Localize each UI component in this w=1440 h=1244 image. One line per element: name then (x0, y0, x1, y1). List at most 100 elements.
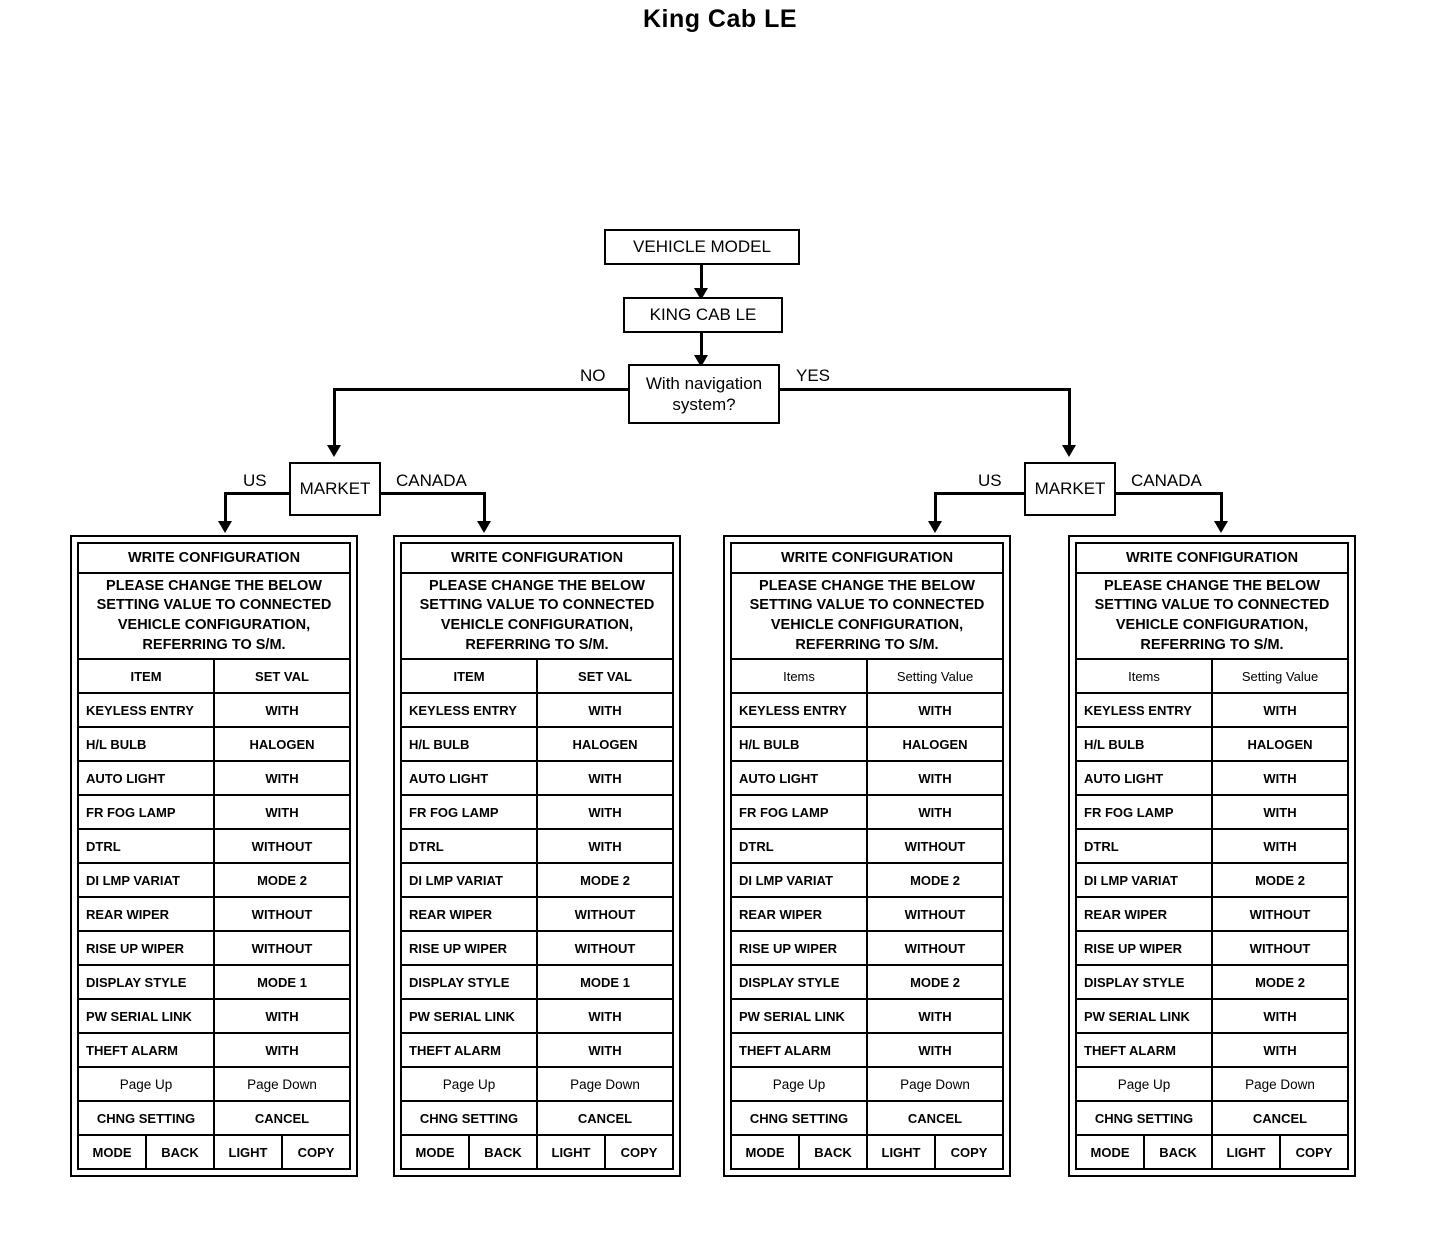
row-item-label: KEYLESS ENTRY (1077, 694, 1213, 728)
page-down-button[interactable]: Page Down (215, 1068, 351, 1102)
copy-button[interactable]: COPY (606, 1136, 674, 1170)
cancel-button[interactable]: CANCEL (215, 1102, 351, 1136)
row-item-label: THEFT ALARM (732, 1034, 868, 1068)
panel-header-row: WRITE CONFIGURATION (402, 544, 674, 574)
branch-no-vertical (333, 388, 336, 450)
row-setting-value: WITH (215, 1000, 351, 1034)
arrow-us-right-to-panel (928, 521, 942, 533)
mode-button[interactable]: MODE (732, 1136, 800, 1170)
cancel-button[interactable]: CANCEL (868, 1102, 1004, 1136)
panel-message-line-2: SETTING VALUE TO CONNECTED (1094, 597, 1330, 614)
page-down-button[interactable]: Page Down (868, 1068, 1004, 1102)
edge-label-us-right: US (978, 471, 1002, 490)
arrow-yes-to-market (1062, 445, 1076, 457)
row-item-label: H/L BULB (79, 728, 215, 762)
chng-setting-button[interactable]: CHNG SETTING (402, 1102, 538, 1136)
panel-message-line-3: VEHICLE CONFIGURATION, (1115, 617, 1309, 633)
row-setting-value: MODE 1 (215, 966, 351, 1000)
page-down-button[interactable]: Page Down (1213, 1068, 1349, 1102)
panel-message-line-1: PLEASE CHANGE THE BELOW (759, 577, 975, 594)
branch-no-horizontal (333, 388, 628, 391)
chng-setting-button[interactable]: CHNG SETTING (1077, 1102, 1213, 1136)
light-button[interactable]: LIGHT (538, 1136, 606, 1170)
cancel-button[interactable]: CANCEL (1213, 1102, 1349, 1136)
mode-button[interactable]: MODE (79, 1136, 147, 1170)
mode-button[interactable]: MODE (1077, 1136, 1145, 1170)
row-item-label: DTRL (402, 830, 538, 864)
page-up-button[interactable]: Page Up (732, 1068, 868, 1102)
page-up-button[interactable]: Page Up (79, 1068, 215, 1102)
panel-message-row: PLEASE CHANGE THE BELOW SETTING VALUE TO … (732, 574, 1004, 660)
chng-setting-button[interactable]: CHNG SETTING (732, 1102, 868, 1136)
cancel-button[interactable]: CANCEL (538, 1102, 674, 1136)
copy-button[interactable]: COPY (1281, 1136, 1349, 1170)
row-setting-value: WITHOUT (868, 898, 1004, 932)
row-setting-value: HALOGEN (215, 728, 351, 762)
row-setting-value: WITH (538, 1000, 674, 1034)
row-setting-value: MODE 2 (1213, 864, 1349, 898)
panel-header-row: WRITE CONFIGURATION (1077, 544, 1349, 574)
row-item-label: RISE UP WIPER (1077, 932, 1213, 966)
row-setting-value: HALOGEN (868, 728, 1004, 762)
row-setting-value: WITHOUT (215, 898, 351, 932)
row-setting-value: WITH (215, 762, 351, 796)
row-item-label: PW SERIAL LINK (79, 1000, 215, 1034)
panel-message-line-2: SETTING VALUE TO CONNECTED (749, 597, 985, 614)
light-button[interactable]: LIGHT (868, 1136, 936, 1170)
light-button[interactable]: LIGHT (1213, 1136, 1281, 1170)
row-setting-value: HALOGEN (1213, 728, 1349, 762)
row-item-label: KEYLESS ENTRY (402, 694, 538, 728)
chng-setting-button[interactable]: CHNG SETTING (79, 1102, 215, 1136)
row-item-label: AUTO LIGHT (79, 762, 215, 796)
node-market-left: MARKET (289, 462, 381, 516)
back-button[interactable]: BACK (470, 1136, 538, 1170)
row-item-label: THEFT ALARM (1077, 1034, 1213, 1068)
column-header-item: Items (1077, 660, 1213, 694)
row-item-label: THEFT ALARM (79, 1034, 215, 1068)
panel-message-line-4: REFERRING TO S/M. (142, 636, 286, 653)
copy-button[interactable]: COPY (283, 1136, 351, 1170)
row-setting-value: HALOGEN (538, 728, 674, 762)
column-header-value: SET VAL (215, 660, 351, 694)
copy-button[interactable]: COPY (936, 1136, 1004, 1170)
light-button[interactable]: LIGHT (215, 1136, 283, 1170)
back-button[interactable]: BACK (147, 1136, 215, 1170)
page-down-button[interactable]: Page Down (538, 1068, 674, 1102)
mode-button[interactable]: MODE (402, 1136, 470, 1170)
row-item-label: H/L BULB (1077, 728, 1213, 762)
row-item-label: DISPLAY STYLE (402, 966, 538, 1000)
node-vehicle-model-label: VEHICLE MODEL (633, 237, 771, 257)
row-setting-value: MODE 2 (215, 864, 351, 898)
row-item-label: DTRL (1077, 830, 1213, 864)
page-up-button[interactable]: Page Up (1077, 1068, 1213, 1102)
row-setting-value: WITHOUT (538, 898, 674, 932)
back-button[interactable]: BACK (800, 1136, 868, 1170)
row-item-label: DISPLAY STYLE (732, 966, 868, 1000)
row-setting-value: WITHOUT (1213, 898, 1349, 932)
back-button[interactable]: BACK (1145, 1136, 1213, 1170)
edge-label-no: NO (580, 366, 606, 385)
page-up-button[interactable]: Page Up (402, 1068, 538, 1102)
